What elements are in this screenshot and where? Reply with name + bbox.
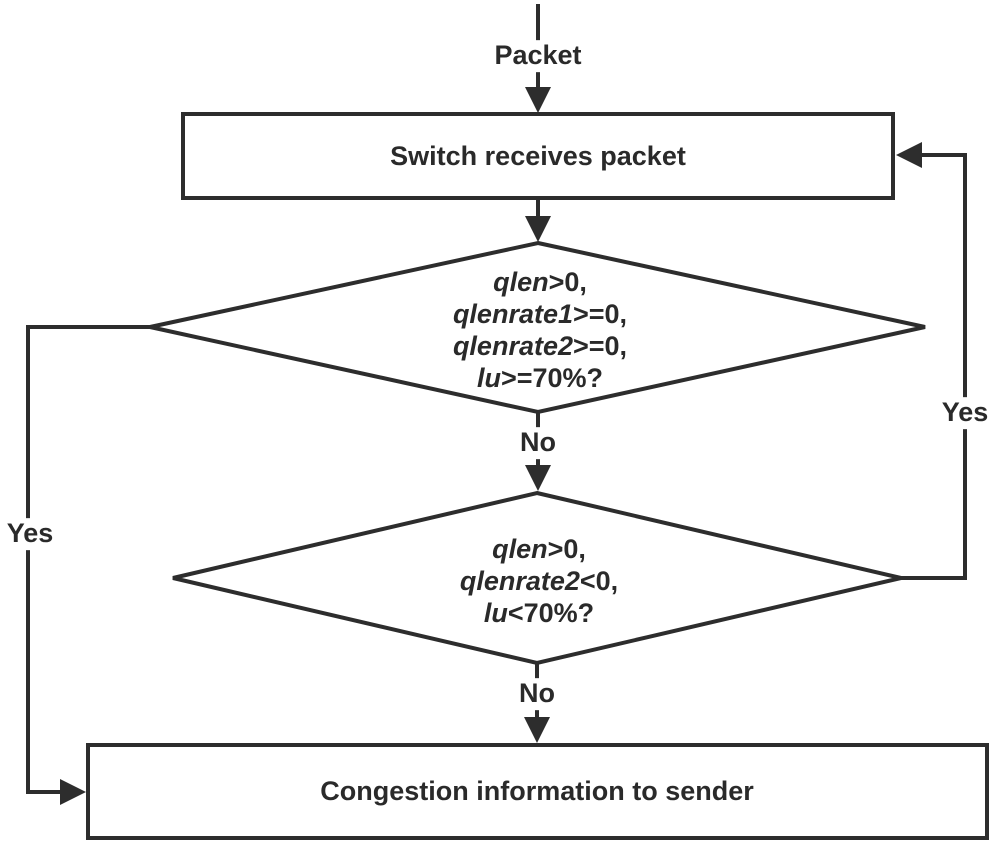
edge-decision1-yes [26, 325, 150, 794]
down-arrowhead-icon [525, 216, 551, 242]
end-box-label: Congestion information to sender [320, 776, 754, 807]
down-arrowhead-icon [525, 465, 551, 491]
decision1-line-1: qlen>0, [493, 267, 587, 297]
edge-decision2-yes [901, 153, 967, 580]
decision1-no-label: No [515, 427, 561, 459]
decision1-yes-label: Yes [1, 518, 59, 550]
decision2-yes-label: Yes [936, 397, 994, 429]
right-arrowhead-icon [60, 779, 86, 805]
decision1-line-2: qlenrate1>=0, [452, 299, 628, 329]
left-arrowhead-icon [896, 142, 922, 168]
decision2-no-label: No [514, 678, 560, 710]
decision2-condition: qlen>0, qlenrate2<0, lu<70%? [460, 533, 618, 629]
decision2-line-2: qlenrate2<0, [459, 566, 619, 596]
decision2-line-3: lu<70%? [483, 598, 595, 628]
decision1-line-3: qlenrate2>=0, [452, 331, 628, 361]
decision1-condition: qlen>0, qlenrate1>=0, qlenrate2>=0, lu>=… [453, 266, 627, 394]
down-arrowhead-icon [525, 87, 551, 113]
process-box-label: Switch receives packet [390, 141, 686, 172]
start-label: Packet [489, 40, 587, 72]
decision1-line-4: lu>=70%? [476, 363, 604, 393]
end-box-congestion [86, 743, 989, 840]
decision2-line-1: qlen>0, [492, 534, 586, 564]
down-arrowhead-icon [524, 717, 550, 743]
